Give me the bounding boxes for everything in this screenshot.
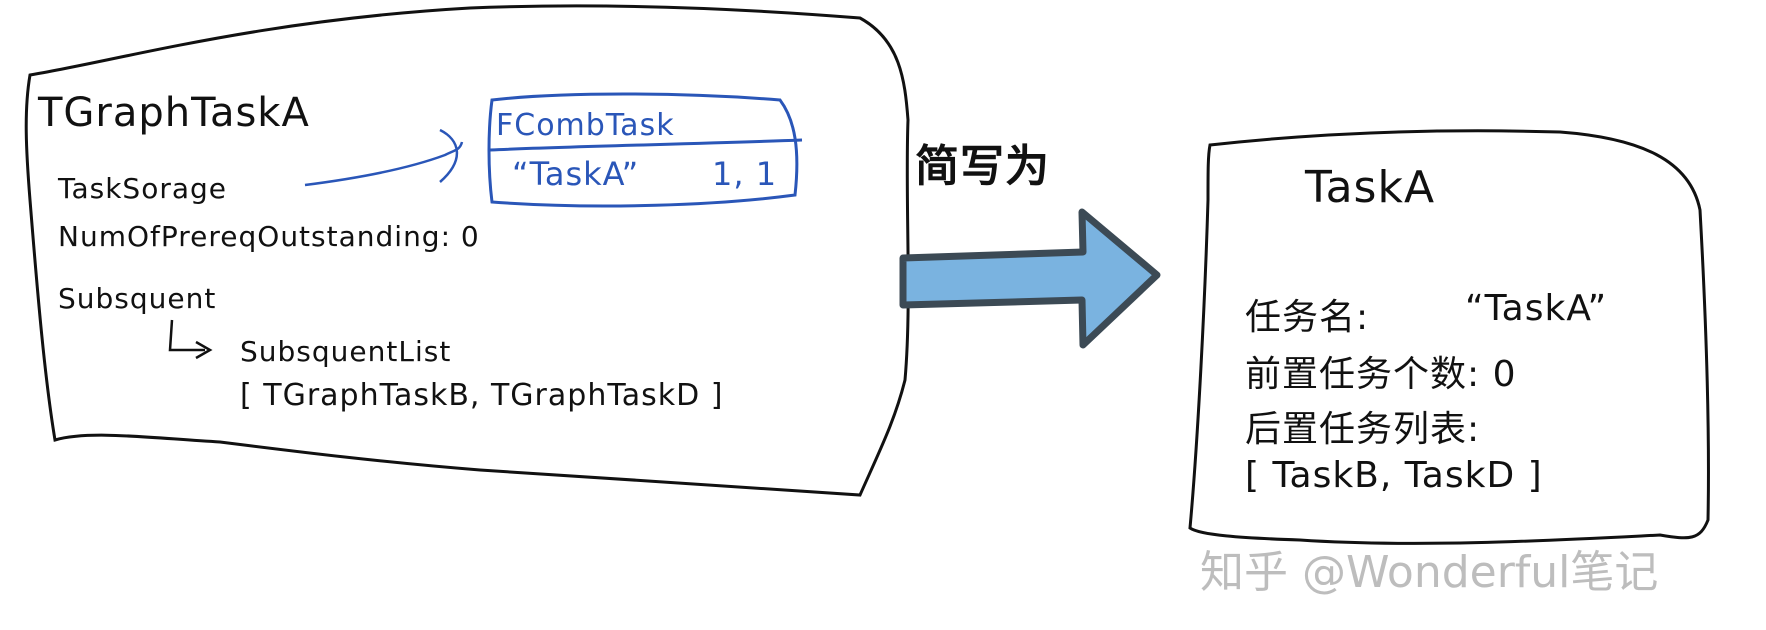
- task-storage-label: TaskSorage: [58, 172, 228, 205]
- comb-task-name: “TaskA”: [512, 155, 640, 193]
- storage-link-arrow: [304, 128, 464, 187]
- subsequent-list-value: [ TGraphTaskB, TGraphTaskD ]: [240, 378, 724, 413]
- prereq-count: 前置任务个数: 0: [1245, 354, 1517, 395]
- big-right-arrow-icon: [899, 208, 1161, 349]
- subsequent-list-value-short: [ TaskB, TaskD ]: [1245, 455, 1543, 496]
- right-box-outline: [1188, 129, 1710, 545]
- right-box-title: TaskA: [1305, 162, 1436, 213]
- left-box-title: TGraphTaskA: [38, 90, 310, 136]
- subsequent-label: Subsquent: [58, 282, 217, 315]
- num-prereq-label: NumOfPrereqOutstanding: 0: [58, 220, 480, 253]
- transition-label: 简写为: [915, 141, 1050, 192]
- task-name-label: 任务名:: [1245, 297, 1370, 338]
- subsequent-list-label: SubsquentList: [240, 335, 452, 368]
- left-box-outline: [24, 4, 910, 497]
- comb-task-divider: [489, 138, 803, 152]
- comb-task-box-outline: [487, 92, 799, 208]
- comb-task-counts: 1, 1: [712, 155, 778, 193]
- task-name-value: “TaskA”: [1465, 288, 1608, 329]
- watermark: 知乎 @Wonderful笔记: [1200, 547, 1659, 598]
- comb-task-type: FCombTask: [496, 108, 675, 143]
- subsequent-list-label-zh: 后置任务列表:: [1245, 409, 1481, 450]
- subsequent-hook-arrow: [168, 319, 213, 360]
